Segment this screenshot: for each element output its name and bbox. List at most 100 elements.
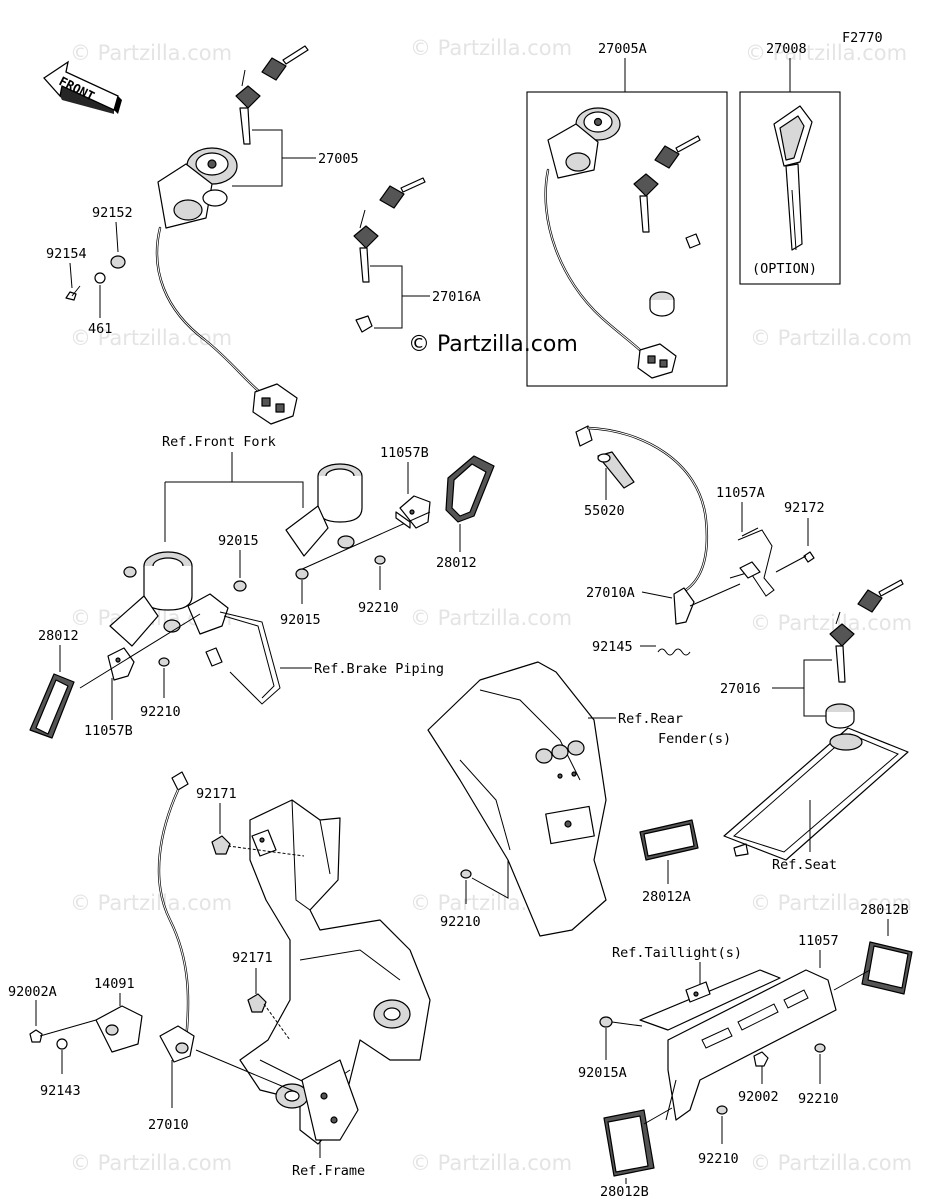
part-28012B-a-label: 28012B — [860, 902, 909, 918]
watermark: © Partzilla.com — [410, 36, 572, 60]
watermark: © Partzilla.com — [750, 326, 912, 350]
key-set-27016A — [353, 177, 426, 333]
part-55020-label: 55020 — [584, 503, 625, 519]
part-11057B-bottom-label: 11057B — [84, 723, 133, 739]
clamp-92171-icon — [211, 835, 231, 855]
part-27016-label: 27016 — [720, 681, 761, 697]
ref-rear-fender-label-2: Fender(s) — [658, 731, 731, 747]
part-11057B-top-label: 11057B — [380, 445, 429, 461]
nut-92015-icon — [233, 580, 247, 592]
ref-brake-piping-label: Ref.Brake Piping — [314, 661, 444, 677]
part-92210-b-label: 92210 — [140, 704, 181, 720]
watermark: © Partzilla.com — [70, 41, 232, 65]
nut-92152-icon — [110, 255, 126, 269]
ignition-switch-27005 — [155, 45, 309, 425]
watermark: © Partzilla.com — [70, 1151, 232, 1175]
main-watermark: © Partzilla.com — [408, 332, 578, 357]
part-92015A-label: 92015A — [578, 1065, 627, 1081]
option-key-box — [739, 91, 841, 285]
watermark: © Partzilla.com — [750, 891, 912, 915]
part-28012A-label: 28012A — [642, 889, 691, 905]
part-28012-left-label: 28012 — [38, 628, 79, 644]
watermark: © Partzilla.com — [70, 891, 232, 915]
seat-lock-plate — [723, 727, 909, 861]
ref-front-fork-label: Ref.Front Fork — [162, 434, 276, 450]
part-92172-label: 92172 — [784, 500, 825, 516]
watermark: © Partzilla.com — [750, 611, 912, 635]
part-14091-label: 14091 — [94, 976, 135, 992]
part-92002-label: 92002 — [738, 1089, 779, 1105]
brake-piping-bracket — [187, 593, 281, 705]
grommet-55020-icon — [597, 451, 635, 489]
license-plate-bracket-11057 — [639, 969, 837, 1121]
ref-frame-label: Ref.Frame — [292, 1163, 365, 1179]
part-92210-d-label: 92210 — [798, 1091, 839, 1107]
reflector-28012-left-icon — [29, 673, 75, 739]
bolt-92002-icon — [753, 1051, 769, 1067]
bolt-92002A-icon — [29, 1029, 43, 1043]
sensor-27010 — [159, 1025, 297, 1093]
key-blade-icon — [239, 107, 251, 145]
frame — [239, 799, 431, 1145]
nut-92210-icon — [716, 1105, 728, 1115]
key-blade-icon — [282, 45, 309, 65]
part-92154-label: 92154 — [46, 246, 87, 262]
part-27010A-label: 27010A — [586, 585, 635, 601]
part-27016A-label: 27016A — [432, 289, 481, 305]
blank-key-27008-icon — [773, 105, 813, 251]
nut-92210-icon — [460, 869, 472, 879]
reflector-28012B-icon — [861, 941, 913, 995]
part-92015-b-label: 92015 — [280, 612, 321, 628]
part-92210-a-label: 92210 — [358, 600, 399, 616]
clamp-92171-icon — [247, 993, 267, 1013]
key-set-27016 — [825, 579, 904, 729]
part-27008-label: 27008 — [766, 41, 807, 57]
diagram-code: F2770 — [842, 30, 883, 46]
watermark: © Partzilla.com — [70, 326, 232, 350]
washer-461-icon — [94, 272, 106, 284]
watermark-layer: © Partzilla.com © Partzilla.com © Partzi… — [70, 36, 912, 1175]
ignition-switch-27005A — [544, 107, 701, 379]
reflector-28012B-icon — [603, 1109, 655, 1177]
nut-92015-icon — [295, 568, 309, 580]
kit-27005A-box — [526, 91, 728, 387]
part-92210-e-label: 92210 — [698, 1151, 739, 1167]
screw-92172-icon — [803, 551, 815, 563]
part-92171-b-label: 92171 — [232, 950, 273, 966]
nut-92210-icon — [374, 555, 386, 565]
option-label: (OPTION) — [752, 261, 817, 277]
ref-rear-fender-label-1: Ref.Rear — [618, 711, 683, 727]
part-11057A-label: 11057A — [716, 485, 765, 501]
part-27010-label: 27010 — [148, 1117, 189, 1133]
part-11057-label: 11057 — [798, 933, 839, 949]
part-92145-label: 92145 — [592, 639, 633, 655]
watermark: © Partzilla.com — [745, 41, 907, 65]
front-fork-tube-lower — [109, 551, 193, 647]
front-arrow-icon: FRONT — [43, 60, 122, 114]
key-head-icon — [261, 57, 287, 81]
reflector-bracket-11057B-top — [299, 495, 431, 571]
reflector-28012A-icon — [639, 819, 699, 861]
part-92002A-label: 92002A — [8, 984, 57, 1000]
key-head-icon — [235, 85, 261, 109]
washer-92143-icon — [56, 1038, 68, 1050]
cover-14091-icon — [95, 1005, 143, 1053]
part-27005-label: 27005 — [318, 151, 359, 167]
rear-fender — [427, 661, 607, 937]
part-92171-a-label: 92171 — [196, 786, 237, 802]
part-92015-a-label: 92015 — [218, 533, 259, 549]
part-92152-label: 92152 — [92, 205, 133, 221]
reflector-28012-top-icon — [445, 455, 495, 523]
switch-bracket-11057A — [729, 527, 775, 597]
nut-92210-icon — [158, 657, 170, 667]
nut-92210-icon — [814, 1043, 826, 1053]
watermark: © Partzilla.com — [410, 606, 572, 630]
reflector-bracket-11057B-bottom — [79, 613, 201, 689]
part-461-label: 461 — [88, 321, 112, 337]
ref-taillight-label: Ref.Taillight(s) — [612, 945, 742, 961]
part-92210-c-label: 92210 — [440, 914, 481, 930]
switch-27010A — [575, 425, 741, 625]
ref-seat-label: Ref.Seat — [772, 857, 837, 873]
